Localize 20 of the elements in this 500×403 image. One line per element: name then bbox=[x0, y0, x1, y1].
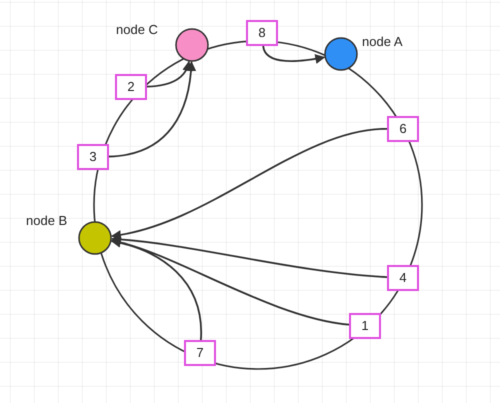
node-label: node B bbox=[26, 212, 68, 230]
arrow bbox=[262, 46, 326, 64]
arrow bbox=[110, 238, 350, 326]
node-circle bbox=[78, 221, 112, 255]
node-circle bbox=[324, 37, 358, 71]
number-box: 1 bbox=[349, 313, 381, 339]
node-label: node A bbox=[362, 33, 402, 51]
arrow bbox=[146, 60, 192, 88]
arrow bbox=[110, 128, 388, 240]
number-box: 6 bbox=[387, 116, 419, 142]
node-label: node C bbox=[116, 21, 158, 39]
node-circle bbox=[175, 28, 209, 62]
arrow bbox=[110, 234, 388, 278]
arrow bbox=[110, 238, 202, 340]
number-box: 4 bbox=[387, 265, 419, 291]
number-box: 3 bbox=[77, 144, 109, 170]
number-box: 8 bbox=[246, 20, 278, 46]
number-box: 2 bbox=[115, 74, 147, 100]
arrow bbox=[108, 61, 196, 158]
number-box: 7 bbox=[184, 340, 216, 366]
